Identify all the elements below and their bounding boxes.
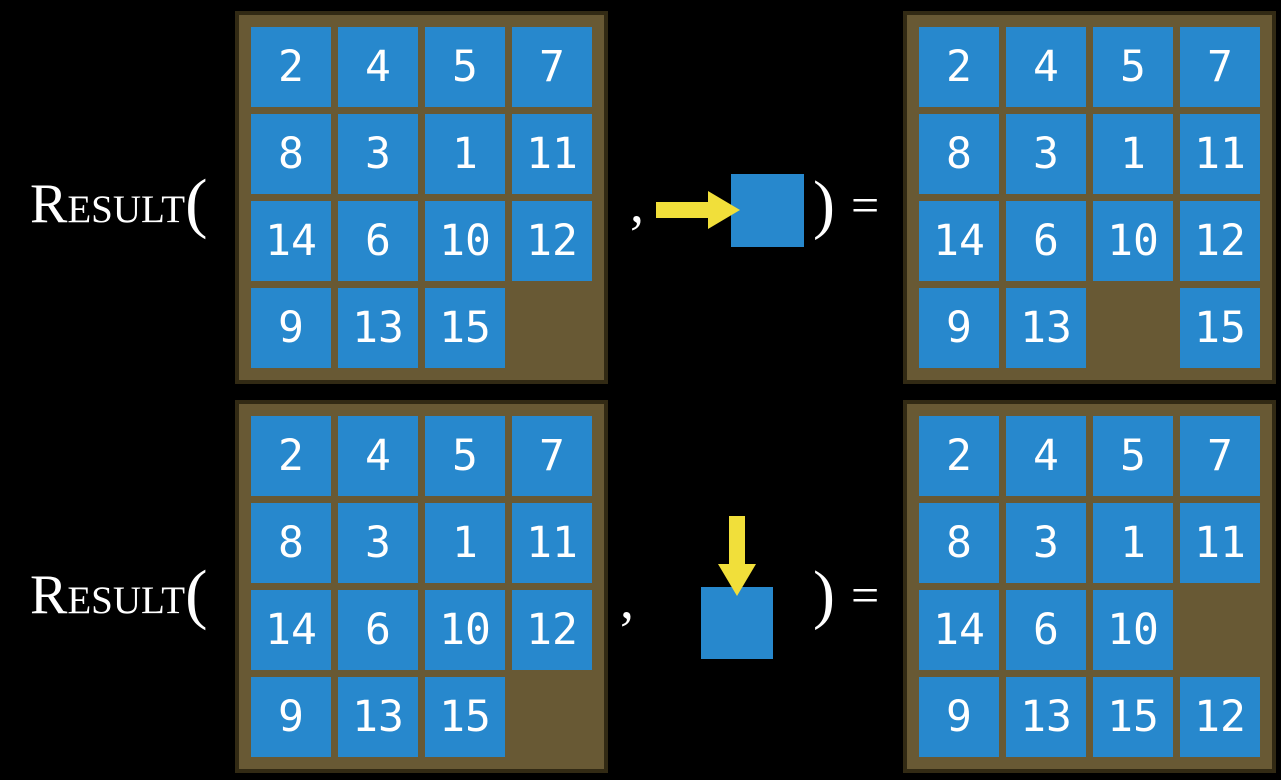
- puzzle-tile-13: 13: [1006, 677, 1086, 757]
- puzzle-tile-1: 1: [1093, 503, 1173, 583]
- function-label: Result(: [30, 557, 207, 627]
- empty-cell: [1093, 288, 1173, 368]
- puzzle-tile-14: 14: [919, 201, 999, 281]
- puzzle-tile-12: 12: [512, 590, 592, 670]
- puzzle-tile-13: 13: [1006, 288, 1086, 368]
- puzzle-tile-9: 9: [919, 288, 999, 368]
- puzzle-tile-2: 2: [919, 27, 999, 107]
- puzzle-tile-1: 1: [1093, 114, 1173, 194]
- puzzle-tile-1: 1: [425, 503, 505, 583]
- function-name: Result: [30, 564, 186, 626]
- puzzle-tile-12: 12: [1180, 201, 1260, 281]
- comma-separator: ,: [620, 569, 634, 631]
- close-paren-equals: ) =: [813, 172, 879, 238]
- function-name: Result: [30, 173, 186, 235]
- puzzle-tile-3: 3: [1006, 114, 1086, 194]
- puzzle-tile-8: 8: [919, 503, 999, 583]
- puzzle-tile-11: 11: [512, 503, 592, 583]
- puzzle-tile-5: 5: [425, 416, 505, 496]
- puzzle-tile-2: 2: [251, 416, 331, 496]
- move-down-operand: [700, 516, 773, 659]
- down-arrow-icon: [717, 516, 756, 596]
- puzzle-tile-13: 13: [338, 677, 418, 757]
- puzzle-tile-4: 4: [1006, 27, 1086, 107]
- empty-cell: [1180, 590, 1260, 670]
- empty-cell: [512, 288, 592, 368]
- puzzle-tile-3: 3: [338, 114, 418, 194]
- puzzle-tile-6: 6: [338, 201, 418, 281]
- puzzle-tile-5: 5: [425, 27, 505, 107]
- puzzle-tile-8: 8: [919, 114, 999, 194]
- puzzle-tile-1: 1: [425, 114, 505, 194]
- puzzle-tile-2: 2: [251, 27, 331, 107]
- puzzle-tile-12: 12: [512, 201, 592, 281]
- puzzle-tile-6: 6: [338, 590, 418, 670]
- puzzle-tile-6: 6: [1006, 201, 1086, 281]
- puzzle-tile-5: 5: [1093, 416, 1173, 496]
- puzzle-tile-12: 12: [1180, 677, 1260, 757]
- puzzle-tile-11: 11: [1180, 114, 1260, 194]
- move-right-operand: [656, 173, 804, 247]
- tile-square: [731, 173, 804, 247]
- function-label: Result(: [30, 166, 207, 236]
- close-paren-equals: ) =: [813, 562, 879, 628]
- close-paren: ): [813, 558, 835, 631]
- puzzle-tile-10: 10: [1093, 201, 1173, 281]
- puzzle-tile-8: 8: [251, 503, 331, 583]
- puzzle-tile-4: 4: [1006, 416, 1086, 496]
- puzzle-tile-14: 14: [919, 590, 999, 670]
- right-arrow-icon: [656, 191, 740, 229]
- puzzle-tile-14: 14: [251, 590, 331, 670]
- puzzle-tile-15: 15: [425, 677, 505, 757]
- tile-square: [700, 587, 773, 659]
- puzzle-tile-11: 11: [1180, 503, 1260, 583]
- equals-sign: =: [850, 177, 880, 233]
- comma-separator: ,: [630, 173, 644, 235]
- puzzle-tile-4: 4: [338, 27, 418, 107]
- equals-sign: =: [850, 567, 880, 623]
- puzzle-tile-15: 15: [1180, 288, 1260, 368]
- puzzle-tile-9: 9: [919, 677, 999, 757]
- puzzle-tile-3: 3: [338, 503, 418, 583]
- open-paren: (: [185, 556, 208, 632]
- puzzle-tile-10: 10: [1093, 590, 1173, 670]
- close-paren: ): [813, 168, 835, 241]
- puzzle-tile-11: 11: [512, 114, 592, 194]
- puzzle-tile-15: 15: [425, 288, 505, 368]
- puzzle-tile-9: 9: [251, 288, 331, 368]
- puzzle-tile-15: 15: [1093, 677, 1173, 757]
- puzzle-tile-10: 10: [425, 590, 505, 670]
- puzzle-tile-8: 8: [251, 114, 331, 194]
- puzzle-tile-3: 3: [1006, 503, 1086, 583]
- puzzle-tile-10: 10: [425, 201, 505, 281]
- puzzle-tile-7: 7: [1180, 27, 1260, 107]
- puzzle-tile-9: 9: [251, 677, 331, 757]
- puzzle-tile-6: 6: [1006, 590, 1086, 670]
- empty-cell: [512, 677, 592, 757]
- puzzle-tile-7: 7: [512, 27, 592, 107]
- puzzle-tile-13: 13: [338, 288, 418, 368]
- puzzle-tile-14: 14: [251, 201, 331, 281]
- puzzle-tile-4: 4: [338, 416, 418, 496]
- puzzle-tile-7: 7: [512, 416, 592, 496]
- puzzle-tile-7: 7: [1180, 416, 1260, 496]
- puzzle-tile-2: 2: [919, 416, 999, 496]
- puzzle-tile-5: 5: [1093, 27, 1173, 107]
- open-paren: (: [185, 165, 208, 241]
